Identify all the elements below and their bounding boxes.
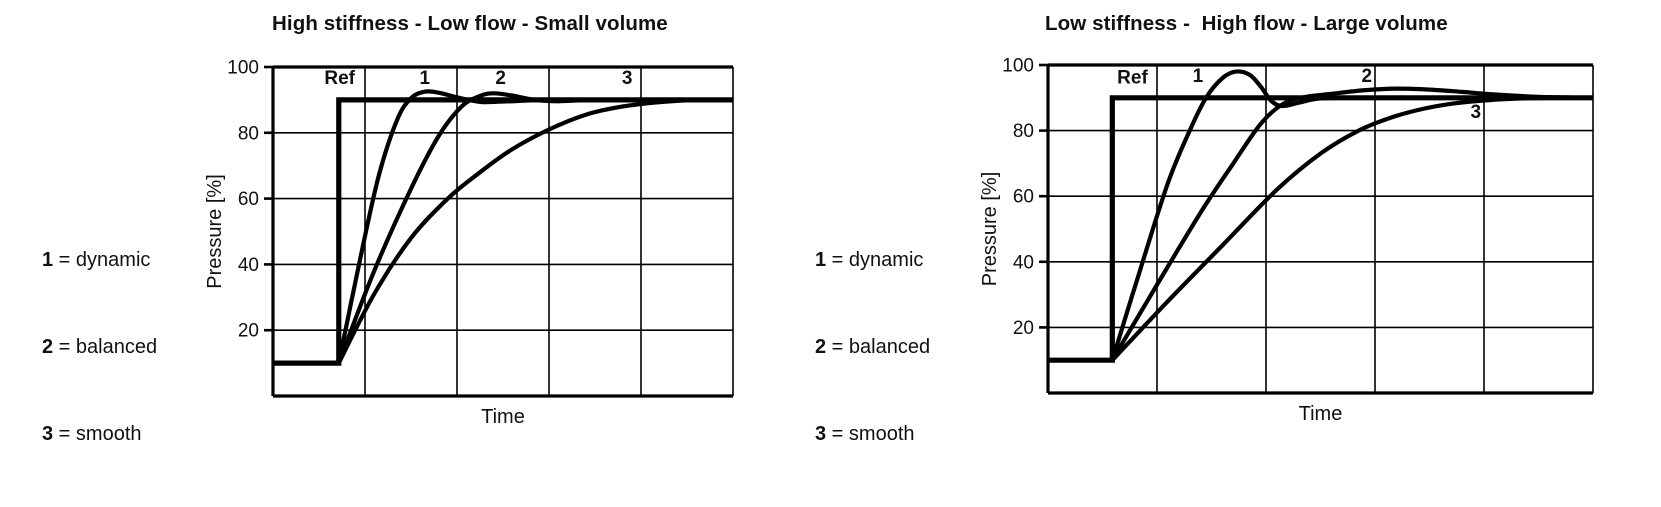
curve-label-1: 1 [420,68,431,89]
y-tick-label: 40 [1013,252,1034,273]
legend-number: 3 [42,423,54,445]
legend-equals: = [826,249,849,271]
legend-number: 2 [42,336,54,358]
legend-text: balanced [75,336,158,358]
curve-label-ref: Ref [324,68,355,89]
curve-label-1: 1 [1193,66,1204,87]
curve-label-ref: Ref [1117,67,1148,88]
legend-number: 1 [42,249,54,271]
curve-label-2: 2 [1362,66,1373,87]
x-axis-title: Time [1299,403,1343,425]
panel-right: Low stiffness - High flow - Large volume… [800,0,1661,465]
legend-number: 2 [815,336,827,358]
legend-number: 3 [815,423,827,445]
curve-label-3: 3 [622,68,633,89]
curve-1 [1110,69,1593,361]
curve-2 [1110,86,1594,362]
legend-left: 1 = dynamic 2 = balanced 3 = smooth [42,188,157,507]
legend-row: 3 = smooth [42,420,157,449]
legend-equals: = [826,336,849,358]
curve-2 [336,91,733,364]
y-tick-label: 80 [238,123,259,144]
legend-row: 2 = balanced [815,333,930,362]
panel-left-title: High stiffness - Low flow - Small volume [272,12,668,35]
curve-3 [1110,95,1594,362]
legend-text: smooth [848,423,915,445]
y-tick-label: 60 [1013,187,1034,208]
legend-text: dynamic [75,249,151,271]
legend-text: dynamic [848,249,924,271]
y-tick-label: 60 [238,189,259,210]
legend-text: smooth [75,423,142,445]
legend-text: balanced [848,336,931,358]
curve-ref [1048,95,1593,363]
curve-label-2: 2 [495,68,506,89]
legend-row: 2 = balanced [42,333,157,362]
y-tick-label: 80 [1013,121,1034,142]
legend-row: 1 = dynamic [42,246,157,275]
curve-3 [336,97,734,365]
y-tick-label: 100 [227,58,259,79]
curve-ref [273,97,733,366]
panel-right-title: Low stiffness - High flow - Large volume [1045,12,1448,35]
pressure-control-figure: High stiffness - Low flow - Small volume… [0,0,1661,465]
legend-equals: = [53,249,76,271]
legend-row: 3 = smooth [815,420,930,449]
legend-equals: = [53,336,76,358]
curve-label-3: 3 [1471,102,1482,123]
y-tick-label: 100 [1002,56,1034,77]
panel-left: High stiffness - Low flow - Small volume… [0,0,800,465]
y-tick-label: 40 [238,255,259,276]
legend-equals: = [53,423,76,445]
y-tick-label: 20 [238,321,259,342]
legend-right: 1 = dynamic 2 = balanced 3 = smooth [815,188,930,507]
legend-row: 1 = dynamic [815,246,930,275]
y-axis-title: Pressure [%] [204,174,226,288]
legend-equals: = [826,423,849,445]
y-tick-label: 20 [1013,318,1034,339]
y-axis-title: Pressure [%] [979,172,1001,286]
x-axis-title: Time [481,406,525,428]
legend-number: 1 [815,249,827,271]
